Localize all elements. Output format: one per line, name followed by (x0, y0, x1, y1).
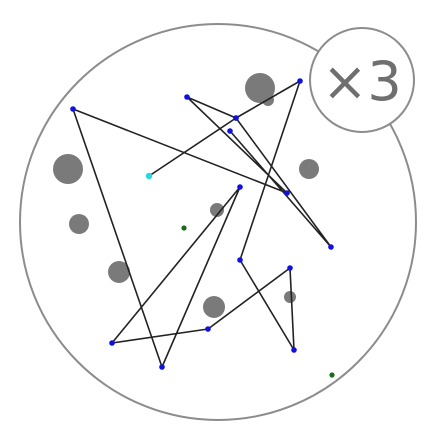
path-node[interactable] (184, 94, 190, 100)
obstacle (299, 159, 319, 179)
path-node[interactable] (297, 78, 303, 84)
multiplier-label: ×3 (322, 50, 402, 113)
path-line (72, 80, 332, 368)
multiplier-badge-icon: ×3 (309, 27, 415, 133)
path-node[interactable] (205, 326, 211, 332)
path-node[interactable] (237, 257, 243, 263)
path-node[interactable] (233, 115, 239, 121)
obstacles-layer (53, 73, 319, 318)
obstacle (284, 291, 296, 303)
multiplier-badge (309, 27, 415, 133)
start-node[interactable] (145, 172, 153, 180)
path-node[interactable] (227, 128, 233, 134)
obstacle (53, 154, 83, 184)
pickup-dot[interactable] (329, 372, 335, 378)
obstacle (108, 261, 130, 283)
path-node[interactable] (287, 265, 293, 271)
obstacle (210, 203, 224, 217)
path-node[interactable] (237, 184, 243, 190)
obstacle (69, 214, 89, 234)
path-node[interactable] (284, 190, 290, 196)
path-node[interactable] (109, 340, 115, 346)
path-nodes-layer (70, 78, 334, 370)
pickup-dot[interactable] (181, 225, 187, 231)
arena-circle (19, 23, 417, 421)
path-node[interactable] (291, 347, 297, 353)
path-node[interactable] (159, 364, 165, 370)
path-node[interactable] (70, 106, 76, 112)
pickups-layer (181, 225, 335, 378)
obstacle (203, 296, 225, 318)
path-node[interactable] (328, 244, 334, 250)
